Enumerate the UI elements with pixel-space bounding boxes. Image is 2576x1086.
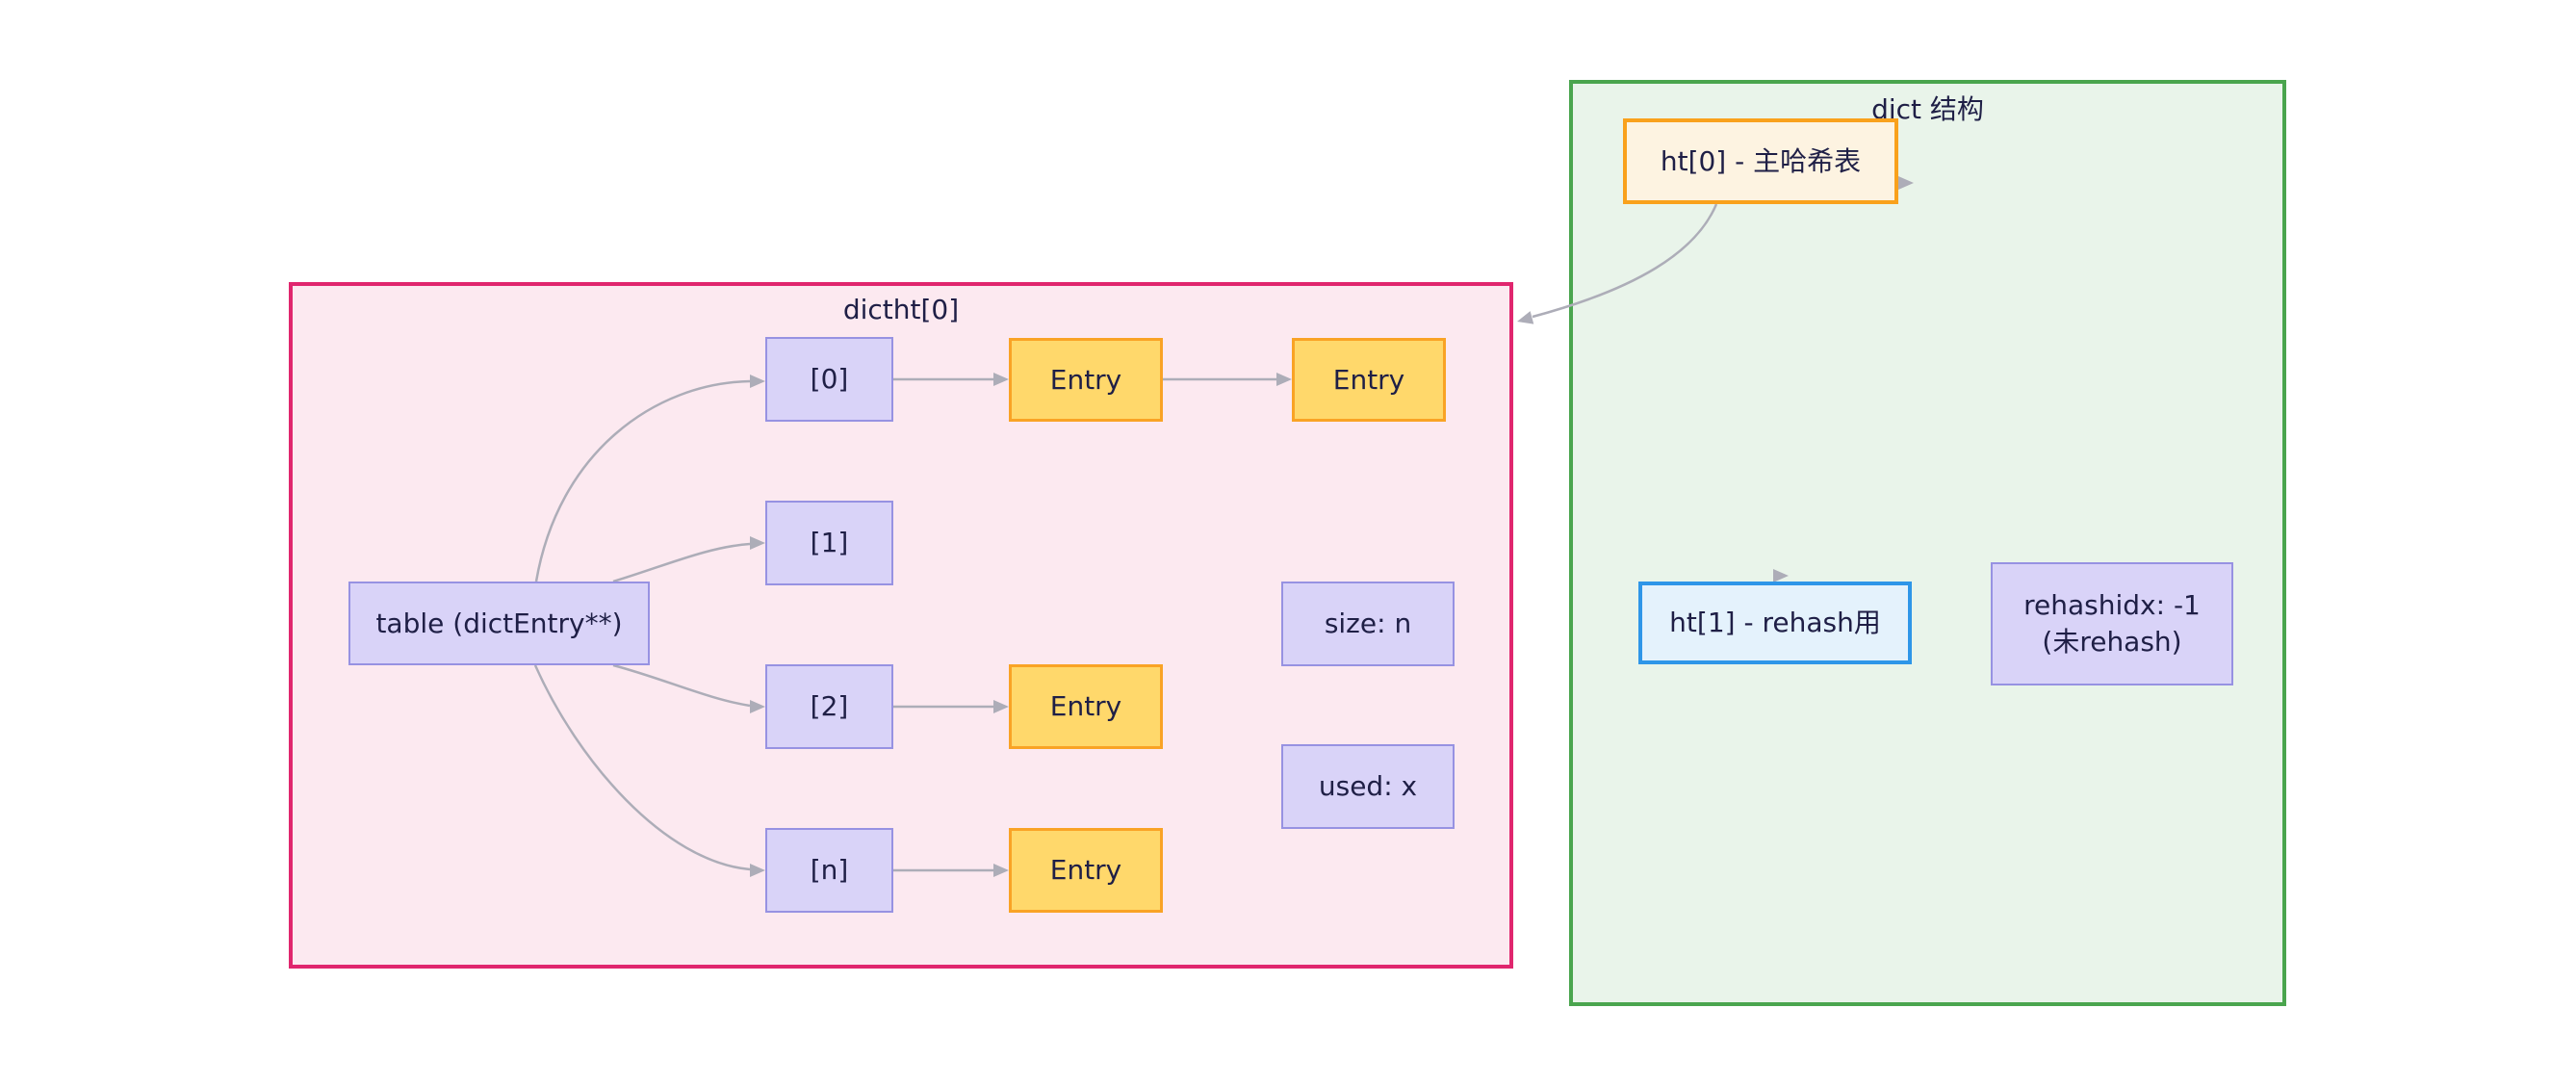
entry-1-node: Entry <box>1009 338 1163 422</box>
ht0-node: ht[0] - 主哈希表 <box>1623 118 1898 204</box>
size-node: size: n <box>1281 582 1455 666</box>
entry-2-node: Entry <box>1292 338 1446 422</box>
table-node-label: table (dictEntry**) <box>375 607 623 639</box>
entry-2-label: Entry <box>1332 363 1405 396</box>
dictht0-group-title: dictht[0] <box>842 294 960 325</box>
bucket-2-label: [2] <box>810 690 849 723</box>
bucket-2-node: [2] <box>765 664 893 749</box>
ht1-node: ht[1] - rehash用 <box>1638 582 1912 664</box>
entry-3-label: Entry <box>1049 690 1122 723</box>
entry-3-node: Entry <box>1009 664 1163 749</box>
used-node: used: x <box>1281 744 1455 829</box>
arrowhead-ht0-dictht0-group <box>1517 311 1534 324</box>
size-label: size: n <box>1324 608 1412 640</box>
ht0-label: ht[0] - 主哈希表 <box>1660 144 1862 177</box>
rehashidx-node: rehashidx: -1 (未rehash) <box>1991 562 2233 685</box>
bucket-0-node: [0] <box>765 337 893 422</box>
entry-1-label: Entry <box>1049 363 1122 396</box>
rehashidx-line2: (未rehash) <box>2042 626 2182 658</box>
bucket-1-label: [1] <box>810 527 849 559</box>
entry-4-node: Entry <box>1009 828 1163 913</box>
bucket-n-node: [n] <box>765 828 893 913</box>
entry-4-label: Entry <box>1049 854 1122 887</box>
ht1-label: ht[1] - rehash用 <box>1669 607 1881 639</box>
bucket-n-label: [n] <box>810 854 849 887</box>
rehashidx-line1: rehashidx: -1 <box>2023 589 2201 622</box>
dict-group: dict 结构 <box>1569 80 2286 1006</box>
table-node: table (dictEntry**) <box>348 582 650 665</box>
bucket-1-node: [1] <box>765 501 893 585</box>
bucket-0-label: [0] <box>810 363 849 396</box>
rehashidx-label: rehashidx: -1 (未rehash) <box>2023 587 2201 660</box>
used-label: used: x <box>1318 770 1418 803</box>
